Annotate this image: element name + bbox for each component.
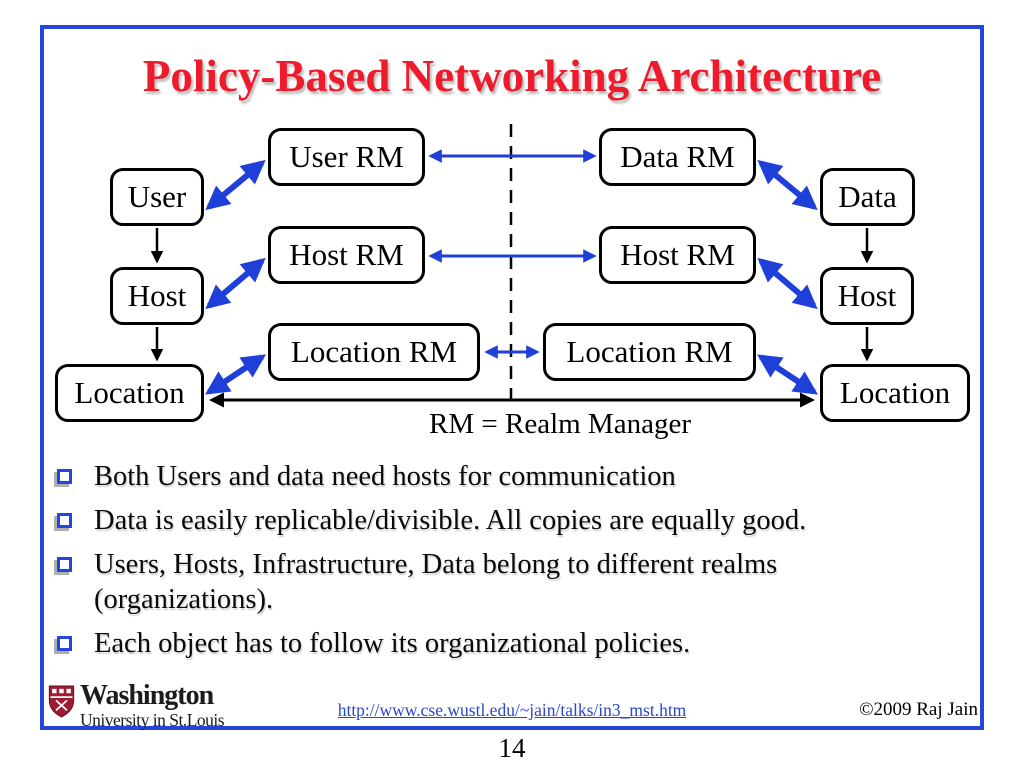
- node-host-left: Host: [110, 267, 204, 325]
- talk-url-link[interactable]: http://www.cse.wustl.edu/~jain/talks/in3…: [337, 700, 687, 720]
- node-location-rm-right: Location RM: [543, 323, 756, 381]
- university-logo-text: Washington University in St.Louis: [80, 680, 225, 730]
- slide-title: Policy-Based Networking Architecture: [142, 51, 882, 101]
- page-number: 14: [498, 733, 526, 763]
- bullet-item: Both Users and data need hosts for commu…: [55, 460, 960, 494]
- bullet-list: Both Users and data need hosts for commu…: [55, 460, 960, 671]
- bullet-item: Users, Hosts, Infrastructure, Data belon…: [55, 548, 960, 616]
- bullet-square-icon: [57, 469, 72, 484]
- node-user-left: User: [110, 168, 204, 226]
- node-host-rm-right: Host RM: [599, 226, 756, 284]
- node-location-right: Location: [820, 364, 970, 422]
- bullet-square-icon: [57, 635, 72, 651]
- bullet-text: Users, Hosts, Infrastructure, Data belon…: [94, 549, 778, 615]
- bullet-text: Data is easily replicable/divisible. All…: [94, 505, 807, 537]
- copyright-notice: ©2009 Raj Jain: [859, 699, 978, 720]
- university-shield-icon: [48, 685, 75, 718]
- diagram-legend: RM = Realm Manager: [429, 408, 691, 440]
- bullet-item: Data is easily replicable/divisible. All…: [55, 504, 960, 538]
- node-host-rm-left: Host RM: [268, 226, 425, 284]
- bullet-square-icon: [57, 513, 72, 529]
- bullet-text: Each object has to follow its organizati…: [94, 627, 691, 659]
- university-subtitle: University in St.Louis: [80, 710, 225, 730]
- footer-url-wrap: http://www.cse.wustl.edu/~jain/talks/in3…: [300, 700, 724, 721]
- bullet-square-icon: [57, 557, 72, 573]
- node-location-left: Location: [55, 364, 204, 422]
- node-data-rm: Data RM: [599, 128, 756, 186]
- bullet-text: Both Users and data need hosts for commu…: [94, 461, 676, 492]
- node-data-right: Data: [820, 168, 915, 226]
- node-host-right: Host: [820, 267, 914, 325]
- bullet-item: Each object has to follow its organizati…: [55, 627, 960, 661]
- node-location-rm-left: Location RM: [268, 323, 480, 381]
- node-user-rm: User RM: [268, 128, 425, 186]
- university-logo: Washington University in St.Louis: [48, 680, 225, 730]
- university-name: Washington: [80, 680, 214, 711]
